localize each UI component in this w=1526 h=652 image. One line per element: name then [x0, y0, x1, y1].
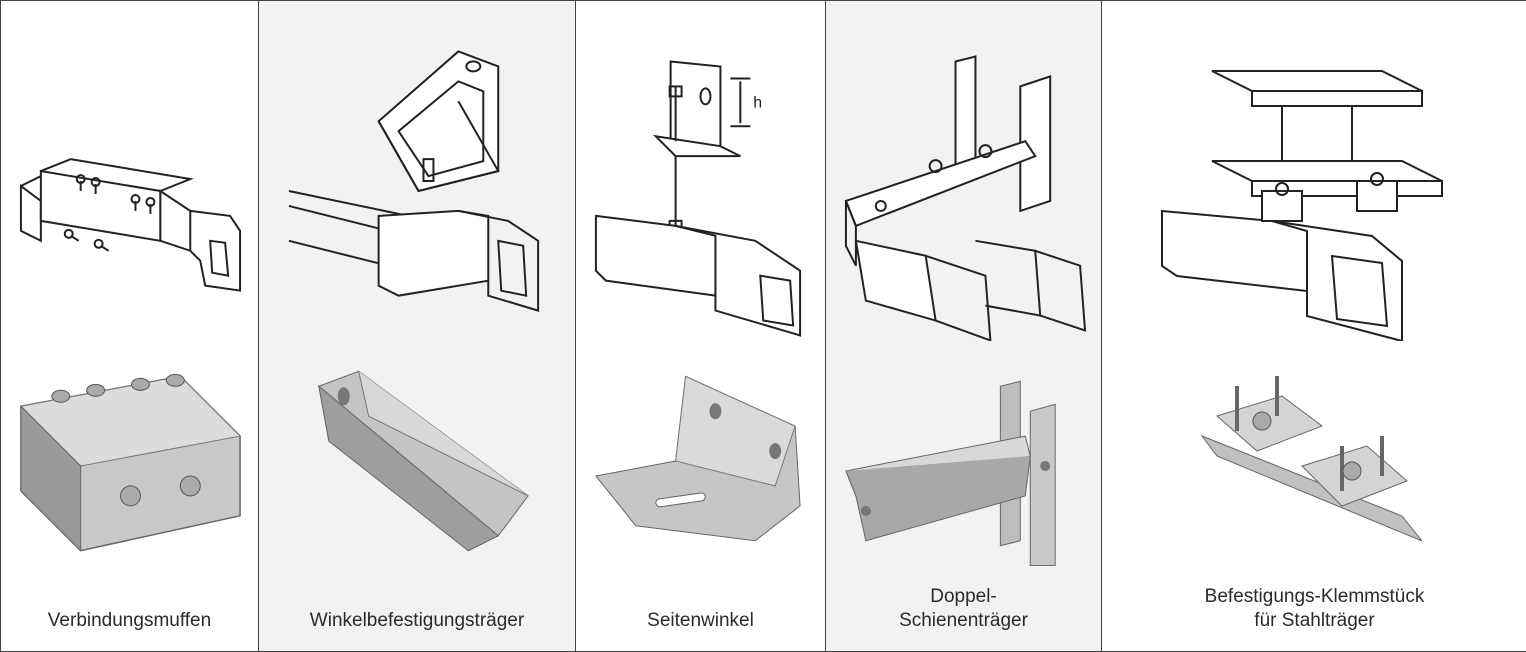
product-caption: Doppel- Schienenträger [826, 585, 1101, 633]
double-rail-bracket-photo-icon [826, 366, 1101, 566]
product-caption: Befestigungs-Klemmstück für Stahlträger [1102, 585, 1526, 633]
caption-line: Seitenwinkel [647, 610, 754, 631]
beam-clamp-photo-icon [1102, 366, 1526, 566]
product-caption: Winkelbefestigungsträger [259, 609, 575, 633]
product-caption: Seitenwinkel [576, 609, 825, 633]
product-cell-double-rail-bracket: Doppel- Schienenträger [826, 1, 1102, 651]
connector-sleeve-photo-icon [1, 366, 258, 566]
caption-line: für Stahlträger [1254, 610, 1375, 631]
side-angle-photo-icon [576, 366, 825, 566]
product-cell-connector-sleeve: Verbindungsmuffen [1, 1, 259, 651]
product-cell-angle-bracket: Winkelbefestigungsträger [259, 1, 576, 651]
steel-beam-clamp-drawing-icon [1102, 41, 1526, 341]
product-cell-beam-clamp: Befestigungs-Klemmstück für Stahlträger [1102, 1, 1526, 651]
angle-mounting-bracket-drawing-icon [259, 41, 575, 341]
rail-connector-sleeve-drawing-icon [1, 41, 258, 341]
height-dimension-label: h [753, 94, 762, 111]
product-caption: Verbindungsmuffen [1, 609, 258, 633]
product-cell-side-angle: h Seitenwinkel [576, 1, 826, 651]
caption-line: Verbindungsmuffen [47, 610, 212, 631]
angle-bracket-photo-icon [259, 366, 575, 566]
side-angle-drawing-icon: h [576, 41, 825, 341]
caption-line: Schienenträger [899, 610, 1028, 631]
caption-line: Winkelbefestigungsträger [309, 610, 525, 631]
caption-line: Befestigungs-Klemmstück [1204, 586, 1425, 607]
caption-line: Doppel- [930, 586, 997, 607]
double-rail-bracket-drawing-icon [826, 41, 1101, 341]
